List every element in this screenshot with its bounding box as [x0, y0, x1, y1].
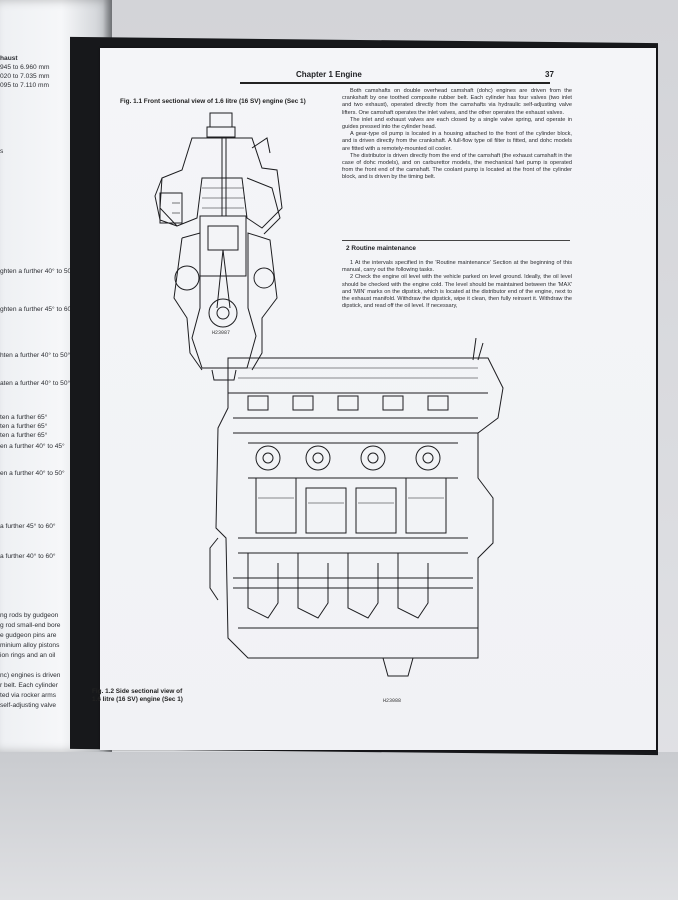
- paragraph: 2 Check the engine oil level with the ve…: [342, 274, 572, 310]
- left-page-line: ng rods by gudgeon: [0, 612, 59, 619]
- left-page-line: 945 to 6.960 mm: [0, 64, 50, 71]
- left-page-line: en a further 40° to 50°: [0, 470, 65, 477]
- figure-2-caption: Fig. 1.2 Side sectional view of 1.6 litr…: [92, 688, 232, 704]
- text-column-top: Both camshafts on double overhead camsha…: [342, 88, 572, 182]
- front-section-engine-drawing: [154, 112, 283, 381]
- left-page-line: a further 40° to 60°: [0, 553, 56, 560]
- left-page-line: nc) engines is driven: [0, 672, 61, 679]
- paragraph: The distributor is driven directly from …: [342, 152, 572, 181]
- paragraph: The inlet and exhaust valves are each cl…: [342, 116, 572, 131]
- left-page-line: minium alloy pistons: [0, 642, 60, 649]
- left-page-line: aten a further 40° to 50°: [0, 380, 71, 387]
- figure-2-caption-line: 1.6 litre (16 SV) engine (Sec 1): [92, 696, 183, 703]
- text-column-bottom: 1 At the intervals specified in the 'Rou…: [342, 260, 572, 310]
- figure-1-code: H23087: [212, 330, 231, 336]
- paragraph: Both camshafts on double overhead camsha…: [342, 88, 572, 116]
- left-page-line: en a further 40° to 45°: [0, 443, 65, 450]
- table-surface: [0, 752, 678, 900]
- chapter-title: Chapter 1 Engine: [296, 70, 362, 79]
- left-page-line: ion rings and an oil: [0, 652, 56, 659]
- section-rule: [342, 240, 570, 241]
- left-page-line: 020 to 7.035 mm: [0, 73, 50, 80]
- figure-2-code: H23088: [383, 698, 402, 704]
- paragraph: A gear-type oil pump is located in a hou…: [342, 131, 572, 152]
- left-page-line: ten a further 65°: [0, 432, 48, 439]
- figure-2-caption-line: Fig. 1.2 Side sectional view of: [92, 688, 183, 695]
- left-page-line: self-adjusting valve: [0, 702, 57, 709]
- left-page-line: e gudgeon pins are: [0, 632, 57, 639]
- left-page-line: a further 45° to 60°: [0, 523, 56, 530]
- section-title: 2 Routine maintenance: [346, 245, 416, 252]
- left-page-line: 095 to 7.110 mm: [0, 82, 49, 89]
- paragraph: 1 At the intervals specified in the 'Rou…: [342, 260, 572, 274]
- figure-1-caption: Fig. 1.1 Front sectional view of 1.6 lit…: [120, 98, 306, 105]
- left-page-line: ten a further 65°: [0, 423, 48, 430]
- header-rule: [240, 82, 550, 84]
- left-page-line: s: [0, 148, 4, 155]
- left-page-line: r belt. Each cylinder: [0, 682, 58, 689]
- left-page-line: ghten a further 40° to 50°: [0, 268, 74, 275]
- side-section-engine-drawing: [209, 338, 504, 677]
- right-page: Chapter 1 Engine 37 Fig. 1.1 Front secti…: [92, 48, 656, 750]
- left-page-line: hten a further 40° to 50°: [0, 352, 71, 359]
- left-page-line: ghten a further 45° to 60°: [0, 306, 74, 313]
- page-number: 37: [545, 70, 554, 79]
- left-page-line: ten a further 65°: [0, 414, 48, 421]
- left-page-line: ted via rocker arms: [0, 692, 57, 699]
- left-page-line: g rod small-end bore: [0, 622, 61, 629]
- left-page-line: haust: [0, 55, 18, 62]
